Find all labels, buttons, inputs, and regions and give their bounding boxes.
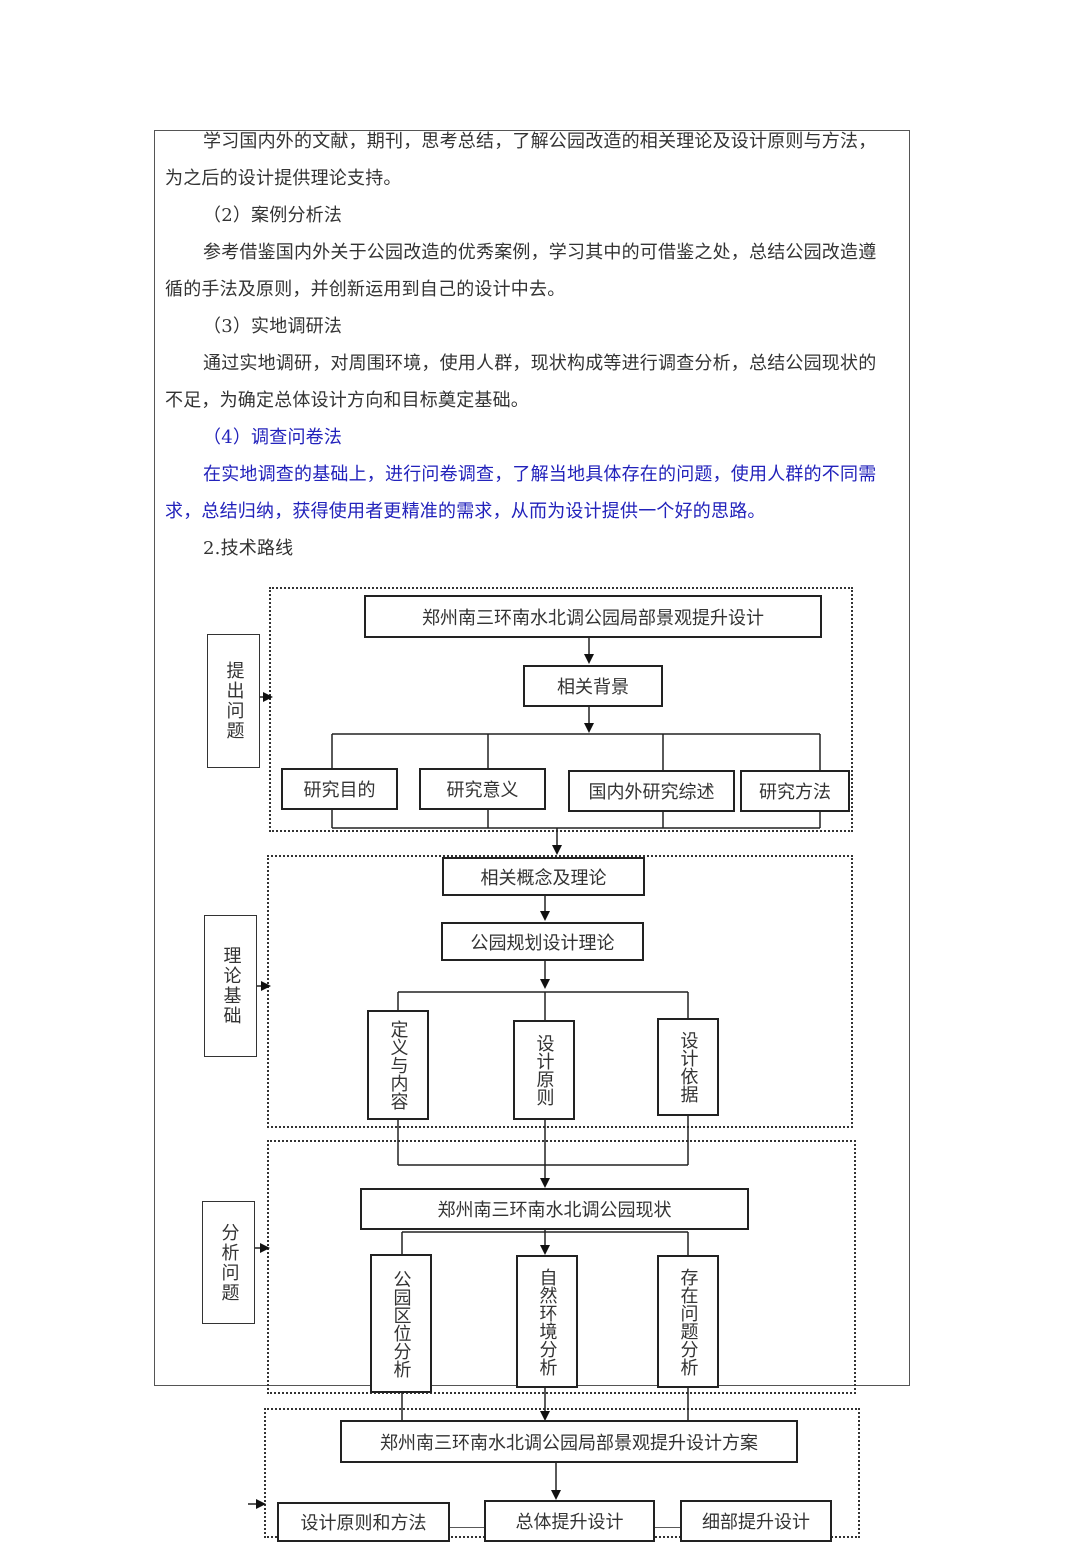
literature-review-box: 国内外研究综述	[568, 770, 735, 812]
paragraph-line-highlight: 求，总结归纳，获得使用者更精准的需求，从而为设计提供一个好的思路。	[165, 501, 766, 522]
principles-methods-box: 设计原则和方法	[277, 1502, 450, 1542]
paragraph-line: 学习国内外的文献，期刊，思考总结，了解公园改造的相关理论及设计原则与方法，	[203, 131, 877, 152]
location-analysis-box: 公园区位分析	[370, 1254, 432, 1393]
concepts-box: 相关概念及理论	[442, 857, 645, 896]
research-methods-box: 研究方法	[740, 770, 850, 812]
stage2-group	[267, 855, 853, 1128]
section-heading: 2.技术路线	[203, 538, 294, 559]
research-significance-box: 研究意义	[419, 768, 546, 810]
side-label-theory: 理论基础	[204, 915, 257, 1057]
park-theory-box: 公园规划设计理论	[441, 922, 644, 961]
design-plan-box: 郑州南三环南水北调公园局部景观提升设计方案	[340, 1420, 798, 1463]
method-heading-highlight: （4）调查问卷法	[203, 427, 343, 448]
method-heading: （3）实地调研法	[203, 316, 343, 337]
paragraph-line: 循的手法及原则，并创新运用到自己的设计中去。	[165, 279, 566, 300]
research-purpose-box: 研究目的	[281, 768, 398, 810]
paragraph-line: 通过实地调研，对周围环境，使用人群，现状构成等进行调查分析，总结公园现状的	[203, 353, 877, 374]
stage3-group	[267, 1140, 856, 1394]
side-label-raise-problem: 提出问题	[207, 634, 260, 768]
stage1-group	[269, 587, 853, 832]
environment-analysis-box: 自然环境分析	[516, 1255, 578, 1388]
definition-box: 定义与内容	[367, 1010, 429, 1120]
design-principles-box: 设计原则	[513, 1020, 575, 1120]
detail-upgrade-box: 细部提升设计	[680, 1500, 832, 1542]
paragraph-line: 不足，为确定总体设计方向和目标奠定基础。	[165, 390, 529, 411]
overall-upgrade-box: 总体提升设计	[484, 1500, 655, 1542]
side-label-analysis: 分析问题	[202, 1201, 255, 1324]
background-box: 相关背景	[523, 665, 663, 707]
paragraph-line: 为之后的设计提供理论支持。	[165, 168, 402, 189]
park-status-box: 郑州南三环南水北调公园现状	[360, 1188, 749, 1230]
problem-analysis-box: 存在问题分析	[657, 1255, 719, 1388]
design-basis-box: 设计依据	[657, 1018, 719, 1116]
paragraph-line: 参考借鉴国内外关于公园改造的优秀案例，学习其中的可借鉴之处，总结公园改造遵	[203, 242, 877, 263]
project-title-box: 郑州南三环南水北调公园局部景观提升设计	[364, 595, 822, 638]
paragraph-line-highlight: 在实地调查的基础上，进行问卷调查，了解当地具体存在的问题，使用人群的不同需	[203, 464, 877, 485]
method-heading: （2）案例分析法	[203, 205, 343, 226]
